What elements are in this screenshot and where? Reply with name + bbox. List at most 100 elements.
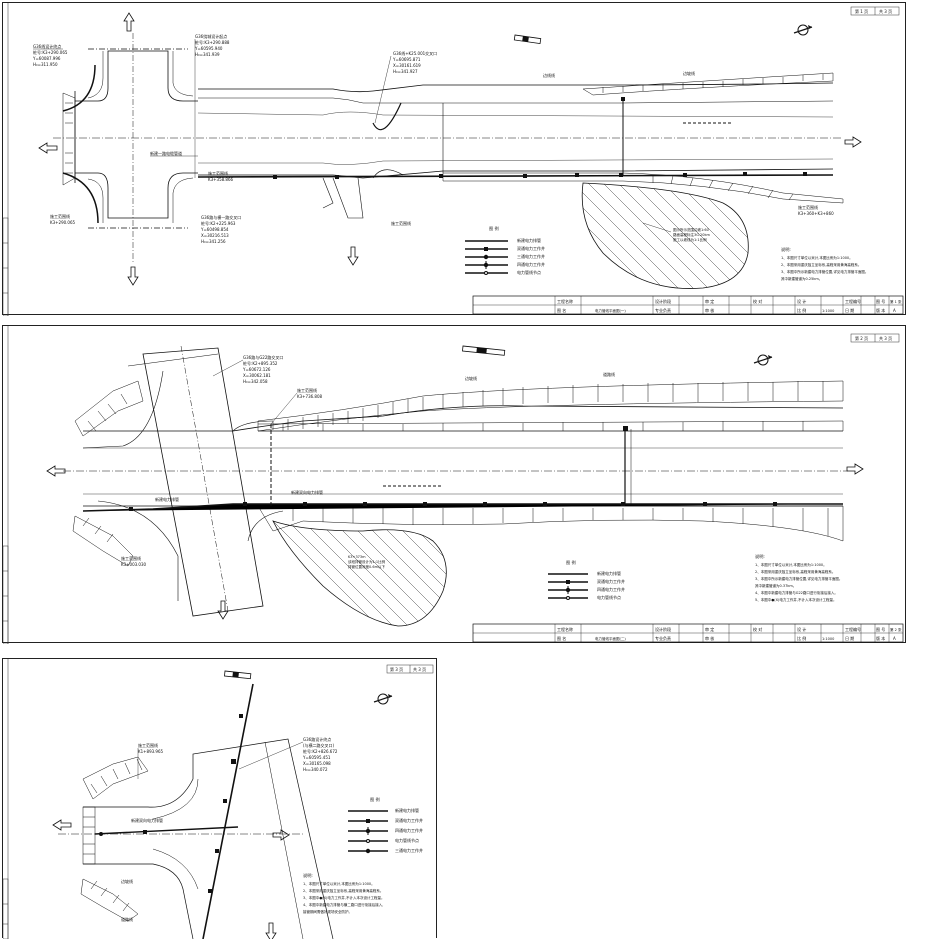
curb-label: 边坡线 (465, 375, 477, 381)
drawing-sheet-1: 第 1 页 共 3 页 (2, 2, 906, 316)
tb-r2-c9: 比 例 (797, 307, 806, 313)
power-label: 新建电力排管 (155, 496, 179, 502)
title-block: 工程名称 设计阶段 审 定 校 对 设 计 工程编号 图 号 第 2 张 图 名… (472, 623, 904, 643)
hatch-note-2: 路面高程标注3G.20km (673, 232, 711, 237)
legend-item-3: 四通电力工作井 (395, 827, 423, 833)
slope-hatch-area (272, 520, 447, 627)
tb-r1-c5: 审 定 (705, 298, 714, 304)
note-4: 其中新建管道为0.37km。 (755, 583, 796, 588)
drawing-sheet-2: 第 2 页 共 3 页 (2, 325, 906, 644)
crossing-road (82, 345, 284, 617)
tb-r1-c1: 工程名称 (557, 626, 573, 632)
range-label-4: K3+003.030 (121, 562, 147, 567)
north-arrow-icon (373, 693, 393, 705)
note-1: 1、本图尺寸单位以米计,本图比例为1:1000。 (781, 255, 853, 260)
tb-r1-c11: 工程编号 (845, 626, 861, 632)
tb-r1-c13: 图 号 (876, 298, 885, 304)
legend-item-4: 电力管线节点 (395, 837, 419, 843)
annotations: 施工范围线 K1+893.965 G36路设计终点 (与横二路交叉口) 桩号:K… (121, 736, 338, 922)
tb-r2-c5: 审 核 (705, 307, 714, 313)
start-label-2: 桩号:K3+290.065 (33, 49, 68, 55)
end-label-4: Y=60595.451 (302, 755, 331, 760)
curb-label: 边坡线 (683, 70, 695, 76)
start-label-4: H₀=311.950 (33, 62, 58, 67)
tb-r1-c5: 审 定 (705, 626, 714, 632)
legend-item-1: 新建电力排管 (597, 570, 621, 576)
tb-r1-c7: 校 对 (753, 626, 762, 632)
direction-arrow-left-icon (52, 819, 72, 831)
power-pipe-line (82, 424, 843, 512)
junction-label: G36线+K25.001交叉口 (393, 50, 437, 56)
existing-label-1: 施工范围线 (50, 213, 70, 219)
range-label-2: K3+736.808 (297, 394, 323, 399)
lower-slope-band (257, 505, 844, 542)
bottom-slope-band (442, 172, 844, 204)
hatch-note-1: K3+373m (348, 555, 366, 559)
power-pipe-line (94, 683, 254, 939)
tb-r2-c11: 日 期 (845, 635, 854, 641)
tb-r1-c14: 第 1 张 (890, 299, 902, 304)
junction-4: H₀=341.927 (393, 69, 418, 74)
project-start-3: Y=60595.940 (194, 46, 223, 51)
tb-r1-c13: 图 号 (876, 626, 885, 632)
slope-hatch-area (581, 182, 749, 289)
main-road (58, 738, 334, 939)
binding-strip (3, 3, 9, 316)
power-line-label: 新建一路电缆管道 (150, 150, 182, 156)
end-label-3: 施工范围线 (798, 204, 818, 210)
title-block: 工程名称 设计阶段 审 定 校 对 设 计 工程编号 图 号 第 1 张 图 名… (472, 295, 904, 315)
g36-5: H₀=341.256 (201, 239, 226, 244)
tb-r2-c1: 图 名 (557, 307, 566, 313)
legend-title: 图 例 (370, 796, 380, 803)
legend-item-5: 三通电力工作井 (395, 847, 423, 853)
tb-r2-c5: 审 核 (705, 635, 714, 641)
page-total: 共 3 页 (413, 666, 426, 672)
start-slope-hatch (62, 92, 76, 186)
tb-r1-c14: 第 2 张 (890, 627, 902, 632)
page-badge: 第 2 页 共 3 页 (850, 333, 900, 343)
start-label-3: Y=60087.996 (32, 56, 61, 61)
start-label: G36线设计终点 (33, 43, 61, 49)
legend-item-3: 四通电力工作井 (597, 586, 625, 592)
tb-r2-c14: A (893, 308, 896, 313)
end-label-5: X=30165.098 (303, 761, 331, 766)
direction-arrow-down2-icon (347, 246, 359, 266)
tb-r1-c1: 工程名称 (557, 298, 573, 304)
upper-slope-band (257, 380, 844, 432)
end-label-2: K3+360+K3+860 (798, 211, 834, 216)
annotations: G36路与G22路交叉口 桩号:K2+895.352 Y=60672.126 X… (121, 354, 615, 569)
page-no: 第 2 页 (855, 335, 868, 341)
scale-bar (462, 345, 506, 356)
direction-arrow-right-icon (272, 829, 290, 841)
end-label-6: H₀=340.072 (303, 767, 328, 772)
page-badge: 第 1 页 共 3 页 (850, 6, 900, 16)
scale-bar (513, 34, 542, 45)
legend: 图 例 新建电力排管 双通电力工作井 三通电力工作井 四通电力工作井 电力管线节… (465, 225, 545, 275)
pipe-label: 新建双向电力排管 (291, 489, 323, 495)
binding-strip (3, 326, 9, 644)
scale-bar (224, 670, 252, 680)
note-2: 2、本图采用重庆独立坐标系,高程采用黄海高程系。 (755, 569, 835, 574)
range-label: 施工范围线 (297, 387, 317, 393)
note-2: 2、本图采用重庆独立坐标系,高程采用黄海高程系。 (781, 262, 861, 267)
north-arrow-icon (753, 354, 773, 366)
legend: 图 例 新建电力排管 双通电力工作井 四通电力工作井 电力管线节点 三通电力工作… (348, 796, 423, 854)
notes-title: 说明: (755, 553, 765, 560)
tb-r1-c9: 设 计 (797, 626, 806, 632)
top-label-3: Y=60672.126 (242, 367, 271, 372)
legend-item-4: 四通电力工作井 (517, 261, 545, 267)
note-5: 4、本图中新建电力排管与G22路口进行衔接后接入。 (755, 590, 838, 595)
notes: 说明: 1、本图尺寸单位以米计,本图比例为1:1000。 2、本图采用重庆独立坐… (781, 246, 868, 281)
range-label-3: 施工范围线 (121, 555, 141, 561)
top-label-4: X=30062.181 (243, 373, 271, 378)
tb-r1-c3: 设计阶段 (655, 298, 671, 304)
note-4: 其中新建管道为0.25km。 (781, 276, 822, 281)
page-no: 第 1 页 (855, 8, 868, 14)
hatch-note-3: 排管位置深度0.6m以下 (348, 564, 385, 569)
tb-r2-c3: 专业负责 (655, 307, 671, 313)
page-badge: 第 3 页 共 3 页 (386, 664, 434, 674)
tb-r2-c13: 版 本 (876, 635, 885, 641)
direction-arrow-up-icon (123, 12, 135, 32)
end-label-3: 桩号:K2+826.672 (303, 748, 338, 754)
hatch-note-2: 该段排管设计为1:1比例 (348, 559, 386, 564)
